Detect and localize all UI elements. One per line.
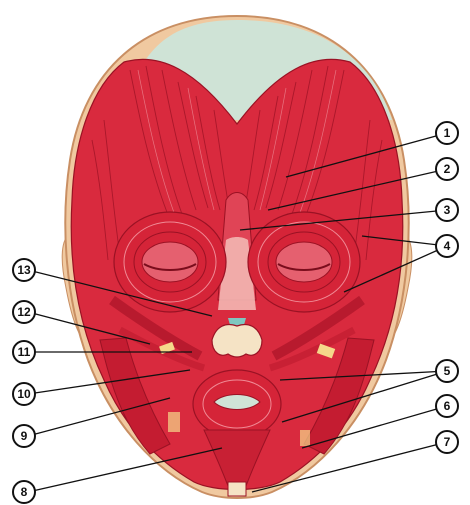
nose-base xyxy=(212,325,262,357)
label-marker-6: 6 xyxy=(436,395,458,417)
label-marker-4: 4 xyxy=(436,235,458,257)
marker-3-text: 3 xyxy=(444,203,451,217)
marker-8-text: 8 xyxy=(21,485,28,499)
orbicularis-oris xyxy=(193,370,281,438)
marker-10-text: 10 xyxy=(17,387,31,401)
label-marker-9: 9 xyxy=(13,425,35,447)
label-marker-13: 13 xyxy=(13,259,35,281)
label-marker-7: 7 xyxy=(436,431,458,453)
label-marker-11: 11 xyxy=(13,341,35,363)
marker-5-text: 5 xyxy=(444,364,451,378)
marker-7-text: 7 xyxy=(444,435,451,449)
label-marker-12: 12 xyxy=(13,301,35,323)
marker-11-text: 11 xyxy=(18,345,31,359)
label-marker-5: 5 xyxy=(436,360,458,382)
label-marker-10: 10 xyxy=(13,383,35,405)
label-marker-2: 2 xyxy=(436,158,458,180)
label-marker-1: 1 xyxy=(436,122,458,144)
label-marker-8: 8 xyxy=(13,481,35,503)
marker-6-text: 6 xyxy=(444,399,451,413)
marker-9-text: 9 xyxy=(21,429,28,443)
marker-12-text: 12 xyxy=(17,305,31,319)
marker-4-text: 4 xyxy=(444,239,451,253)
marker-13-text: 13 xyxy=(17,263,31,277)
label-marker-3: 3 xyxy=(436,199,458,221)
orbicularis-oculi-left xyxy=(114,212,226,312)
marker-2-text: 2 xyxy=(444,162,451,176)
marker-1-text: 1 xyxy=(444,126,451,140)
